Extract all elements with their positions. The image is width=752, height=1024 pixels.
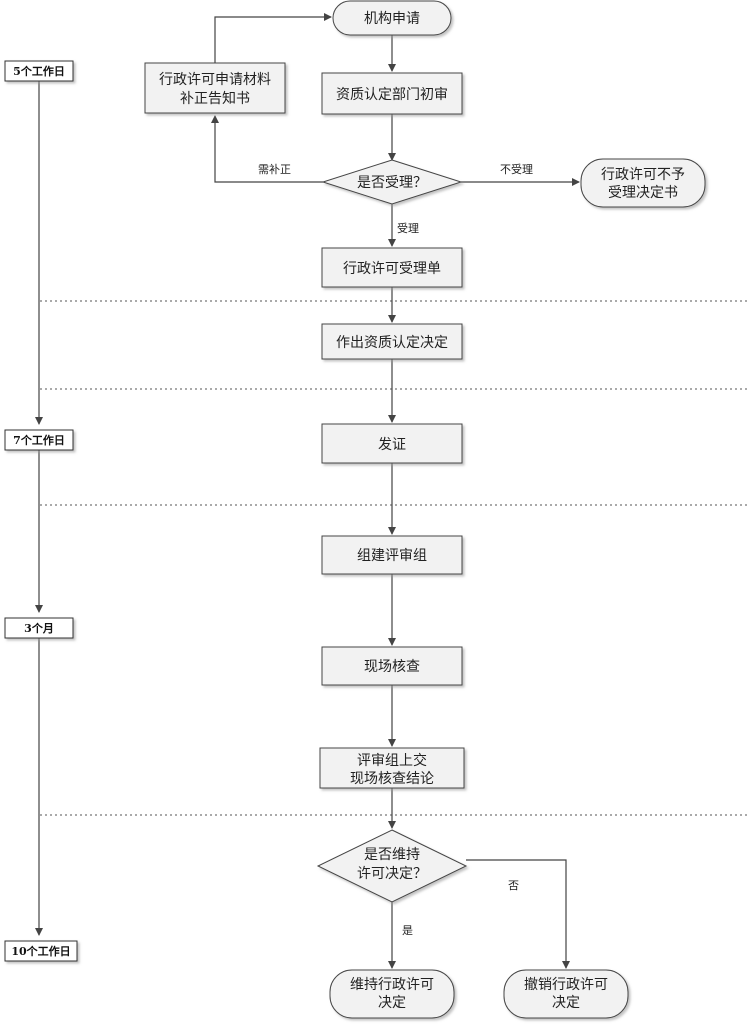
timeline-label: 3个月 [24, 621, 54, 635]
node-label: 作出资质认定决定 [336, 335, 448, 351]
connector-need-supplement [211, 115, 323, 183]
node-certificate: 发证 [321, 423, 463, 464]
timeline: 5个工作日 7个工作日 3个月 10个工作日 [4, 60, 78, 962]
node-submit-conclusion: 评审组上交 现场核查结论 [319, 747, 465, 789]
timeline-box-3-months: 3个月 [4, 617, 74, 639]
node-onsite-check: 现场核查 [321, 646, 463, 686]
timeline-label: 10个工作日 [11, 944, 70, 958]
node-maintain: 维持行政许可 决定 [329, 969, 455, 1019]
node-label: 行政许可受理单 [343, 261, 441, 277]
node-decision: 作出资质认定决定 [321, 323, 463, 360]
node-label-line: 补正告知书 [180, 90, 250, 107]
node-revoke: 撤销行政许可 决定 [503, 969, 629, 1019]
node-supplement-notice: 行政许可申请材料 补正告知书 [144, 62, 286, 114]
connectors [211, 13, 580, 969]
node-label: 资质认定部门初审 [336, 86, 448, 103]
node-acceptance-form: 行政许可受理单 [321, 247, 463, 288]
node-start: 机构申请 [332, 0, 452, 36]
node-label-line: 评审组上交 [357, 752, 427, 769]
edge-label-accept: 受理 [397, 222, 419, 235]
edge-label-need-supplement: 需补正 [258, 163, 291, 176]
timeline-label: 5个工作日 [13, 64, 65, 78]
node-maintain-decision: 是否维持 许可决定？ [316, 829, 468, 903]
node-form-team: 组建评审组 [321, 535, 463, 575]
node-label-line: 决定 [378, 995, 406, 1011]
node-label: 是否受理？ [357, 175, 427, 191]
node-label-line: 是否维持 [364, 847, 420, 863]
node-initial-review: 资质认定部门初审 [321, 72, 463, 115]
timeline-box-7-workdays: 7个工作日 [4, 429, 74, 451]
timeline-box-10-workdays: 10个工作日 [4, 940, 78, 962]
node-label-line: 现场核查结论 [350, 771, 434, 787]
node-label: 机构申请 [364, 11, 420, 27]
edge-labels: 需补正 不受理 受理 是 否 [258, 163, 533, 937]
node-label-line: 决定 [552, 995, 580, 1011]
node-label-line: 行政许可申请材料 [159, 72, 271, 88]
node-label-line: 许可决定？ [357, 866, 427, 882]
edge-label-no: 否 [508, 879, 519, 892]
edge-label-not-accept: 不受理 [500, 163, 533, 176]
timeline-box-5-workdays: 5个工作日 [4, 60, 74, 82]
connector-supplement-back [214, 13, 332, 71]
node-label-line: 受理决定书 [608, 185, 678, 201]
connector-no [466, 859, 570, 969]
node-label: 发证 [378, 437, 406, 453]
node-label-line: 维持行政许可 [350, 977, 434, 993]
node-label-line: 行政许可不予 [601, 167, 685, 183]
node-label-line: 撤销行政许可 [524, 977, 608, 993]
node-reject-notice: 行政许可不予 受理决定书 [580, 158, 706, 208]
timeline-label: 7个工作日 [13, 433, 65, 447]
edge-label-yes: 是 [402, 924, 413, 937]
phase-separators [40, 300, 750, 816]
node-label: 现场核查 [364, 659, 420, 675]
node-accept-decision: 是否受理？ [321, 159, 463, 205]
node-label: 组建评审组 [357, 548, 427, 564]
